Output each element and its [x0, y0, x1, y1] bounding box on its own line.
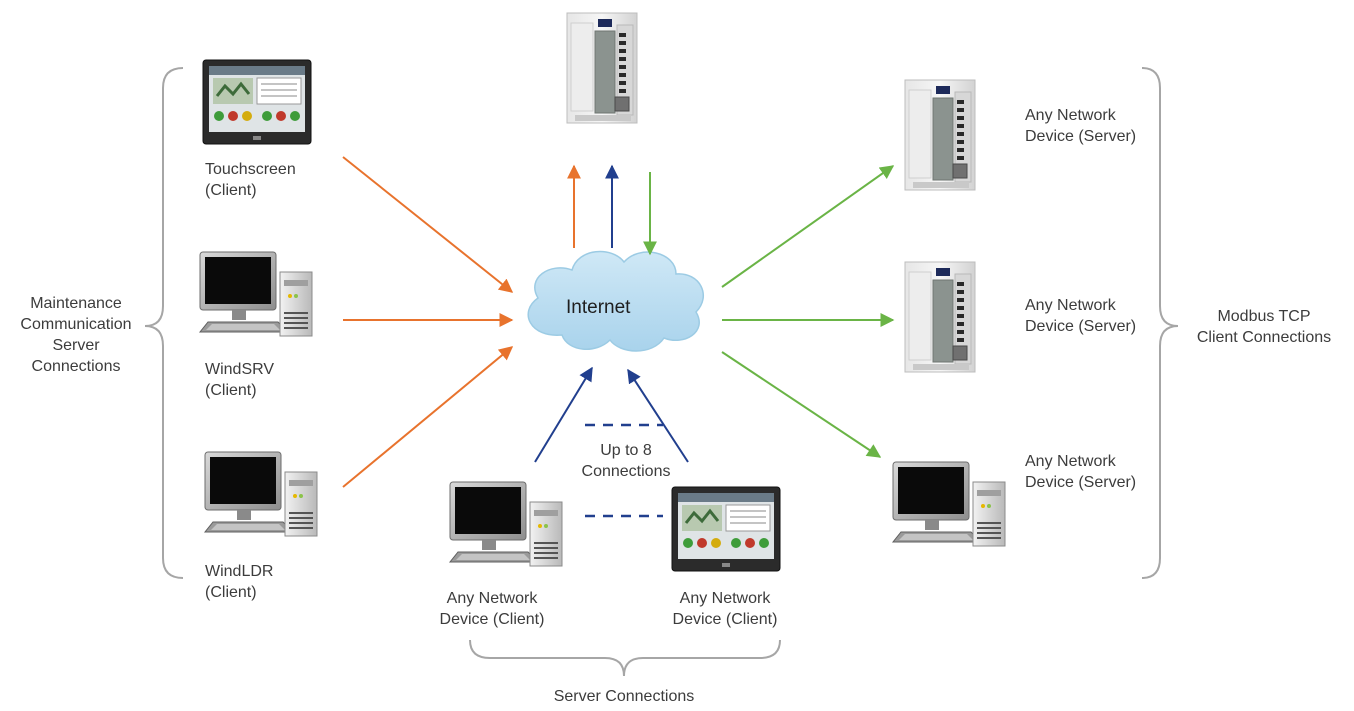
server2-label: Any Network Device (Server) [1025, 295, 1136, 337]
dashed-connector-lines [585, 423, 663, 518]
arrow-client2-to-internet [627, 368, 689, 463]
maintenance-label-line4: Connections [31, 358, 121, 375]
left-brace [144, 67, 184, 579]
right-brace [1141, 67, 1179, 579]
windldr-label-line1: WindLDR [205, 563, 274, 580]
server2-label-line2: Device (Server) [1025, 318, 1137, 335]
touchscreen-label: Touchscreen (Client) [205, 159, 296, 201]
client2-label-line2: Device (Client) [672, 611, 778, 628]
server1-label: Any Network Device (Server) [1025, 105, 1136, 147]
server3-label-line1: Any Network [1025, 453, 1116, 470]
server1-plc-icon [904, 79, 976, 191]
arrow-client1-to-internet [534, 366, 593, 463]
server2-plc-icon [904, 261, 976, 373]
server3-label-line2: Device (Server) [1025, 474, 1137, 491]
arrow-windldr-to-internet [342, 346, 514, 488]
client1-label: Any Network Device (Client) [412, 588, 572, 630]
touchscreen-label-line2: (Client) [205, 182, 257, 199]
windldr-label-line2: (Client) [205, 584, 257, 601]
connections-note-line1: Up to 8 [600, 442, 652, 459]
top-plc-icon [566, 12, 638, 124]
maintenance-label-line1: Maintenance [30, 295, 122, 312]
connections-note: Up to 8 Connections [556, 440, 696, 482]
client1-label-line1: Any Network [446, 590, 538, 607]
client1-computer-icon [449, 481, 563, 567]
windldr-computer-icon [204, 451, 318, 537]
windsrv-label: WindSRV (Client) [205, 359, 274, 401]
modbus-label-line2: Client Connections [1196, 329, 1332, 346]
arrow-internet-to-server3 [721, 351, 882, 458]
touchscreen-label-line1: Touchscreen [205, 161, 296, 178]
orange-arrows [342, 156, 581, 488]
maintenance-label-line2: Communication [20, 316, 132, 333]
internet-label: Internet [566, 297, 631, 318]
modbus-group-label: Modbus TCP Client Connections [1182, 306, 1346, 348]
bottom-brace [469, 639, 781, 677]
windsrv-computer-icon [199, 251, 313, 337]
touchscreen-icon [201, 58, 313, 146]
client2-label-line1: Any Network [679, 590, 771, 607]
windsrv-label-line2: (Client) [205, 382, 257, 399]
blue-arrows [534, 164, 689, 463]
maintenance-label-line3: Server [52, 337, 100, 354]
client2-label: Any Network Device (Client) [645, 588, 805, 630]
server1-label-line2: Device (Server) [1025, 128, 1137, 145]
server2-label-line1: Any Network [1025, 297, 1116, 314]
internet-cloud [527, 250, 705, 352]
connections-note-line2: Connections [581, 463, 671, 480]
windldr-label: WindLDR (Client) [205, 561, 273, 603]
green-arrows [643, 165, 895, 458]
server1-label-line1: Any Network [1025, 107, 1116, 124]
modbus-label-line1: Modbus TCP [1217, 308, 1311, 325]
arrow-touchscreen-to-internet [342, 156, 514, 293]
brackets [144, 67, 1179, 677]
client2-touchscreen-icon [670, 485, 782, 573]
windsrv-label-line1: WindSRV [205, 361, 275, 378]
server3-label: Any Network Device (Server) [1025, 451, 1136, 493]
server-connections-label: Server Connections [553, 688, 695, 705]
client1-label-line2: Device (Client) [439, 611, 545, 628]
maintenance-group-label: Maintenance Communication Server Connect… [10, 293, 142, 377]
arrow-internet-to-server1 [721, 165, 895, 288]
server3-computer-icon [892, 461, 1006, 547]
